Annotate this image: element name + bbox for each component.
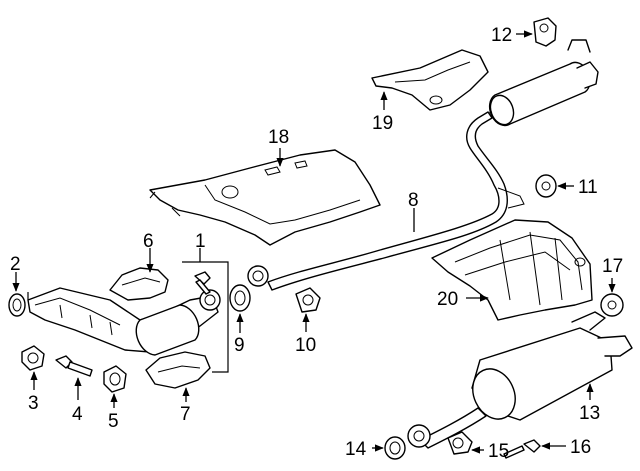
callout-17: 17 <box>602 256 623 277</box>
callout-5: 5 <box>108 411 119 432</box>
callout-18: 18 <box>268 127 289 148</box>
callout-20: 20 <box>437 289 458 310</box>
spring-nut-15 <box>447 431 473 455</box>
nut-5 <box>103 365 127 393</box>
rear-muffler <box>407 311 633 449</box>
gasket-2 <box>8 293 26 317</box>
resonator-assembly <box>485 39 599 127</box>
callout-15: 15 <box>488 441 509 462</box>
callout-2: 2 <box>10 254 21 275</box>
upper-heat-shield <box>371 49 489 111</box>
callout-8: 8 <box>408 190 419 211</box>
gasket-14 <box>384 436 406 460</box>
lower-heat-shield <box>431 219 593 321</box>
callout-4: 4 <box>72 404 83 425</box>
callout-9: 9 <box>234 335 245 356</box>
callout-13: 13 <box>579 403 600 424</box>
leader-lines <box>12 30 616 454</box>
callout-16: 16 <box>570 437 591 458</box>
bolt-4 <box>55 355 93 377</box>
front-heat-shield <box>149 149 381 246</box>
nut-3 <box>21 345 45 371</box>
callout-3: 3 <box>28 393 39 414</box>
upper-converter-shield <box>109 267 169 301</box>
rubber-hanger-12 <box>533 17 557 47</box>
part-1-bracket <box>182 261 229 373</box>
center-pipe <box>247 111 525 291</box>
callout-11: 11 <box>578 177 598 198</box>
rubber-hanger-11 <box>535 174 557 198</box>
rubber-hanger-17 <box>600 293 624 317</box>
catalytic-converter <box>27 287 221 356</box>
spring-nut-10 <box>295 287 321 313</box>
callout-14: 14 <box>345 439 367 460</box>
lower-converter-shield <box>145 351 211 389</box>
stud-bolt <box>194 271 211 295</box>
callout-10: 10 <box>295 335 316 356</box>
callout-7: 7 <box>180 404 191 425</box>
callout-12: 12 <box>491 25 512 46</box>
bolt-16 <box>503 439 541 459</box>
callout-1: 1 <box>195 231 206 252</box>
gasket-9 <box>229 284 251 312</box>
callout-19: 19 <box>372 113 393 134</box>
callout-6: 6 <box>143 231 154 252</box>
